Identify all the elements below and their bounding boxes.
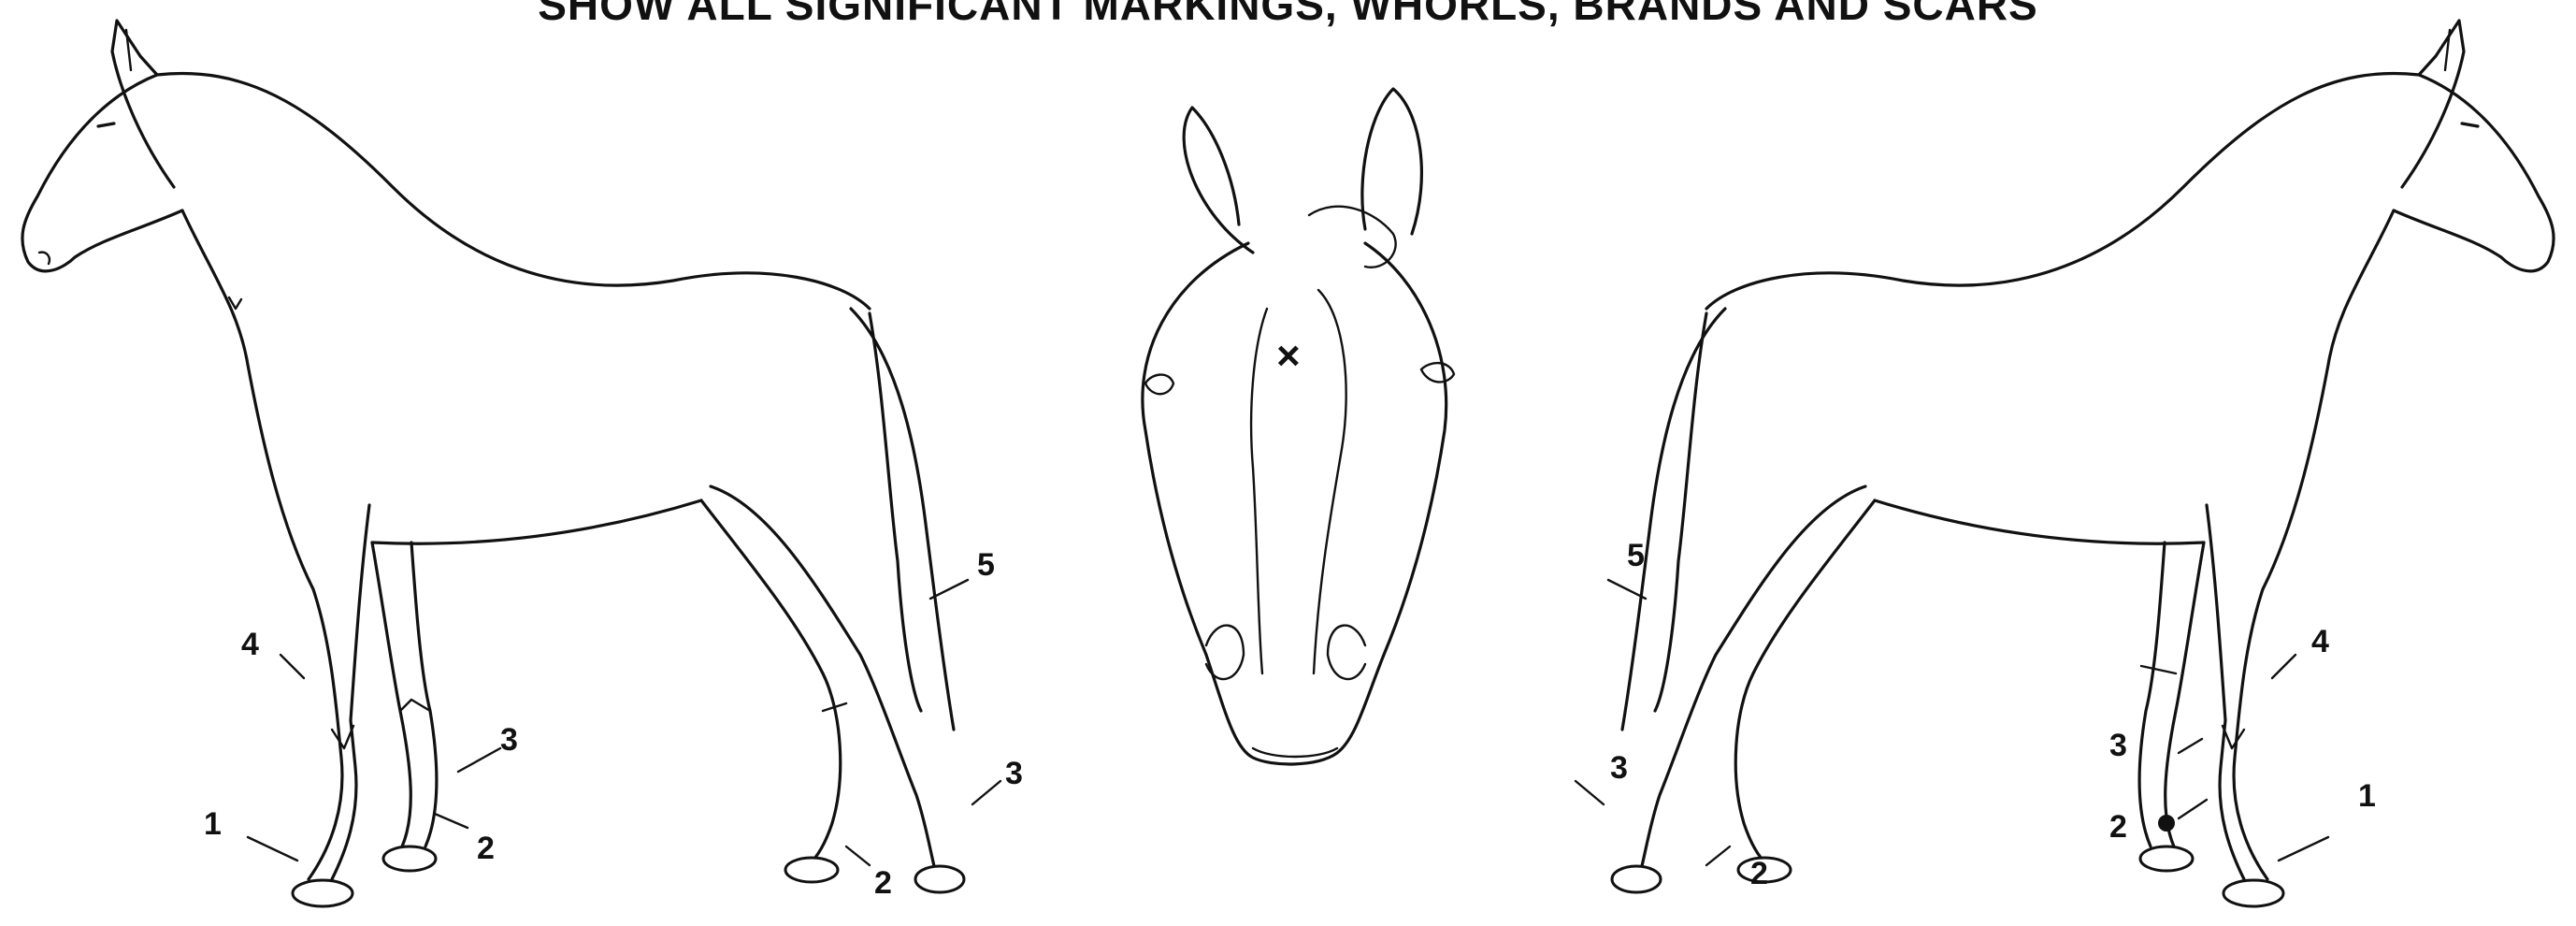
right-label-3: 3: [1610, 750, 1628, 786]
left-label-2-line: [435, 814, 468, 828]
page-heading: SHOW ALL SIGNIFICANT MARKINGS, WHORLS, B…: [0, 0, 2576, 30]
left-horse-hoof-4: [915, 866, 964, 892]
right-label-3b-line: [1576, 781, 1604, 804]
left-label-1: 1: [204, 806, 222, 842]
left-label-4: 4: [241, 627, 259, 662]
right-horse-head: [2394, 21, 2554, 271]
left-label-3b: 3: [1005, 756, 1023, 791]
left-horse-head: [22, 21, 182, 271]
head-muzzle: [1253, 748, 1337, 757]
right-label-4-line: [2272, 655, 2295, 678]
head-right-nostril: [1328, 626, 1365, 679]
right-horse-hoof-2: [2140, 846, 2193, 871]
left-label-5: 5: [977, 547, 995, 583]
left-horse-sock-line-2: [400, 700, 430, 711]
right-label-2: 2: [1750, 856, 1768, 891]
left-horse-chest-foreleg: [182, 210, 342, 879]
right-label-2b-line: [1706, 846, 1730, 865]
right-horse-hindleg: [1641, 486, 1875, 870]
head-right-eye: [1421, 363, 1454, 382]
left-horse-topline: [157, 74, 870, 310]
left-horse-hoof-1: [293, 880, 353, 906]
right-label-4: 4: [2311, 624, 2329, 659]
left-label-3b-line: [972, 781, 1000, 804]
left-label-4-line: [281, 655, 304, 678]
right-label-5-line: [1608, 580, 1646, 599]
right-horse-foreleg-2: [2139, 543, 2204, 846]
left-label-2b: 2: [874, 865, 892, 901]
right-label-2-line: [2179, 800, 2207, 818]
left-horse-figure: [22, 21, 1000, 906]
right-label-5: 5: [1627, 538, 1645, 573]
left-horse-hoof-2: [383, 846, 436, 871]
left-horse-eye: [98, 123, 114, 126]
head-left-ear: [1184, 108, 1253, 253]
head-outline: [1143, 243, 1446, 764]
right-horse-coronet-spot: [2158, 815, 2175, 832]
front-head-figure: [1143, 89, 1454, 764]
right-label-2b: 2: [2109, 809, 2127, 845]
left-horse-hindleg: [701, 486, 935, 870]
left-horse-foreleg-rear: [332, 505, 369, 879]
right-horse-sock-line-2: [2141, 666, 2176, 673]
left-label-3-line: [458, 748, 500, 772]
head-whorl-mark: ×: [1276, 333, 1301, 379]
left-horse-foreleg-2: [372, 543, 437, 846]
left-horse-belly: [372, 500, 701, 543]
right-horse-foreleg-rear: [2207, 505, 2244, 879]
head-right-ear: [1362, 89, 1422, 234]
left-label-1-line: [248, 837, 297, 861]
head-left-eye: [1145, 375, 1173, 395]
left-label-2b-line: [846, 846, 870, 865]
right-horse-topline: [1706, 74, 2419, 310]
left-label-5-line: [930, 580, 968, 599]
left-horse-nostril: [39, 253, 50, 264]
left-label-2: 2: [477, 831, 495, 866]
right-horse-hoof-1: [2223, 880, 2283, 906]
right-label-3b: 3: [2109, 728, 2127, 763]
left-horse-hoof-3: [785, 858, 838, 882]
right-horse-figure: [1576, 21, 2554, 906]
left-label-3: 3: [500, 722, 518, 758]
right-horse-hoof-4: [1612, 866, 1661, 892]
right-label-1: 1: [2358, 778, 2376, 814]
right-horse-eye: [2462, 123, 2478, 126]
right-label-3-line: [2179, 739, 2202, 753]
right-horse-belly: [1875, 500, 2204, 543]
right-label-1-line: [2279, 837, 2328, 861]
